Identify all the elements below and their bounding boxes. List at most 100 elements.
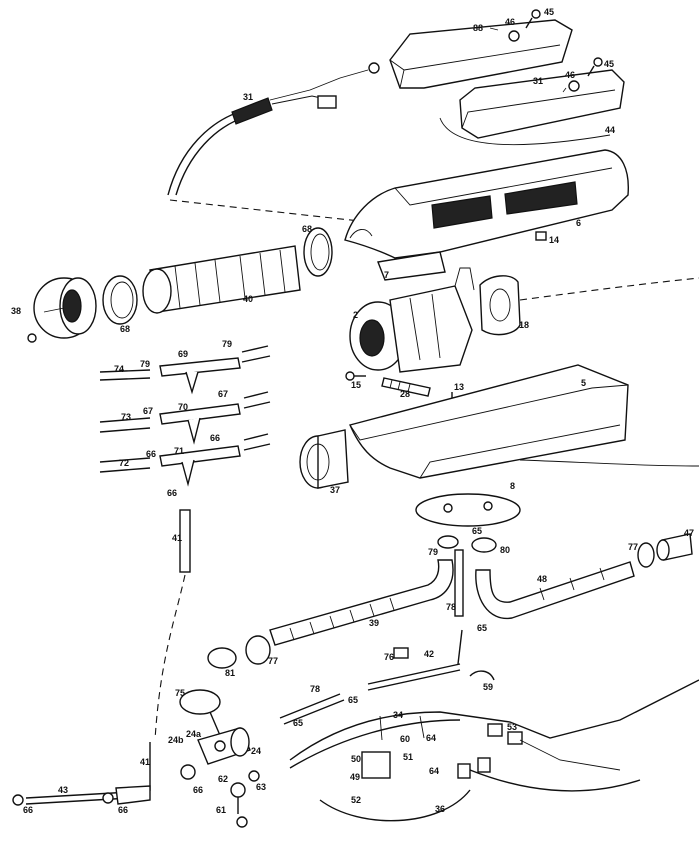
label-18: 18 [519,320,529,330]
clamp-79-80 [437,535,497,553]
cover-cable [439,117,611,146]
label-77: 77 [268,656,278,666]
label-43: 43 [58,785,68,795]
label-69: 69 [178,349,188,359]
label-46: 46 [505,17,515,27]
fuel-pipe-42 [367,629,463,691]
label-53: 53 [507,722,517,732]
label-66: 66 [23,805,33,815]
label-48: 48 [537,574,547,584]
label-66: 66 [210,433,220,443]
label-80: 80 [500,545,510,555]
relay-50 [361,751,391,779]
label-49: 49 [350,772,360,782]
label-34: 34 [393,710,403,720]
label-65: 65 [293,718,303,728]
label-5: 5 [581,378,586,388]
label-36: 36 [435,804,445,814]
label-8: 8 [510,481,515,491]
label-65: 65 [348,695,358,705]
leader-dashed-top [169,199,371,223]
screw-45-b [587,57,603,77]
part-labels: 88 46 45 31 46 45 44 31 68 6 14 7 38 68 … [11,7,694,815]
label-79: 79 [428,547,438,557]
label-51: 51 [403,752,413,762]
pipe-78-upper [454,549,464,617]
label-71: 71 [174,446,184,456]
fuel-pipe-41 [179,509,191,573]
label-24: 24 [251,746,261,756]
label-38: 38 [11,306,21,316]
sleeve-81 [207,647,237,669]
hose-clamp-68-right [303,227,333,277]
label-2: 2 [353,310,358,320]
label-31: 31 [243,92,253,102]
fuel-line-43 [12,785,151,806]
label-66: 66 [193,785,203,795]
label-40: 40 [243,294,253,304]
label-79: 79 [222,339,232,349]
label-68: 68 [302,224,312,234]
label-61: 61 [216,805,226,815]
exhaust-pipe-48 [475,561,635,620]
leader-dashed-left [154,574,186,741]
label-77: 77 [628,542,638,552]
gasket-18 [479,275,521,336]
fuel-hose-78 [279,693,341,719]
label-45: 45 [544,7,554,17]
heater-upper-shell [344,149,629,259]
leader-dashed-right [519,277,699,301]
label-45: 45 [604,59,614,69]
clamp-77-right [637,542,655,568]
label-74: 74 [114,364,124,374]
label-78: 78 [310,684,320,694]
label-66: 66 [146,449,156,459]
fuel-tee-71 [99,433,271,487]
base-gasket-8 [415,493,521,527]
label-81: 81 [225,668,235,678]
label-42: 42 [424,649,434,659]
label-65: 65 [477,623,487,633]
muffler-47 [656,533,693,561]
fuel-tee-70 [99,391,271,445]
label-59: 59 [483,682,493,692]
label-64: 64 [429,766,439,776]
label-7: 7 [384,270,389,280]
label-41: 41 [140,757,150,767]
wiring-harness-31 [167,62,380,196]
label-24a: 24a [186,729,202,739]
air-intake-filter-37 [299,429,349,489]
label-67: 67 [218,389,228,399]
dosing-pump-24 [180,727,251,780]
label-66: 66 [118,805,128,815]
cover-88 [389,19,573,89]
label-37: 37 [330,485,340,495]
label-60: 60 [400,734,410,744]
leader-line-right [519,459,699,467]
hose-clamp-68-left [102,275,138,325]
bracket-7 [377,251,446,281]
label-67: 67 [143,406,153,416]
label-63: 63 [256,782,266,792]
label-72: 72 [119,458,129,468]
label-28: 28 [400,389,410,399]
glow-plug-28 [381,377,431,397]
label-41: 41 [172,533,182,543]
label-75: 75 [175,688,185,698]
air-flange-38 [27,277,97,343]
label-6: 6 [576,218,581,228]
label-76: 76 [384,652,394,662]
label-46: 46 [565,70,575,80]
label-47: 47 [684,528,694,538]
label-66: 66 [167,488,177,498]
label-79: 79 [140,359,150,369]
clip-59 [469,670,495,681]
label-13: 13 [454,382,464,392]
filter-assembly-62-63 [230,770,260,828]
screw-45-a [525,9,541,29]
label-24b: 24b [168,735,184,745]
label-64: 64 [426,733,436,743]
label-44: 44 [605,125,615,135]
clip-76 [393,647,409,659]
